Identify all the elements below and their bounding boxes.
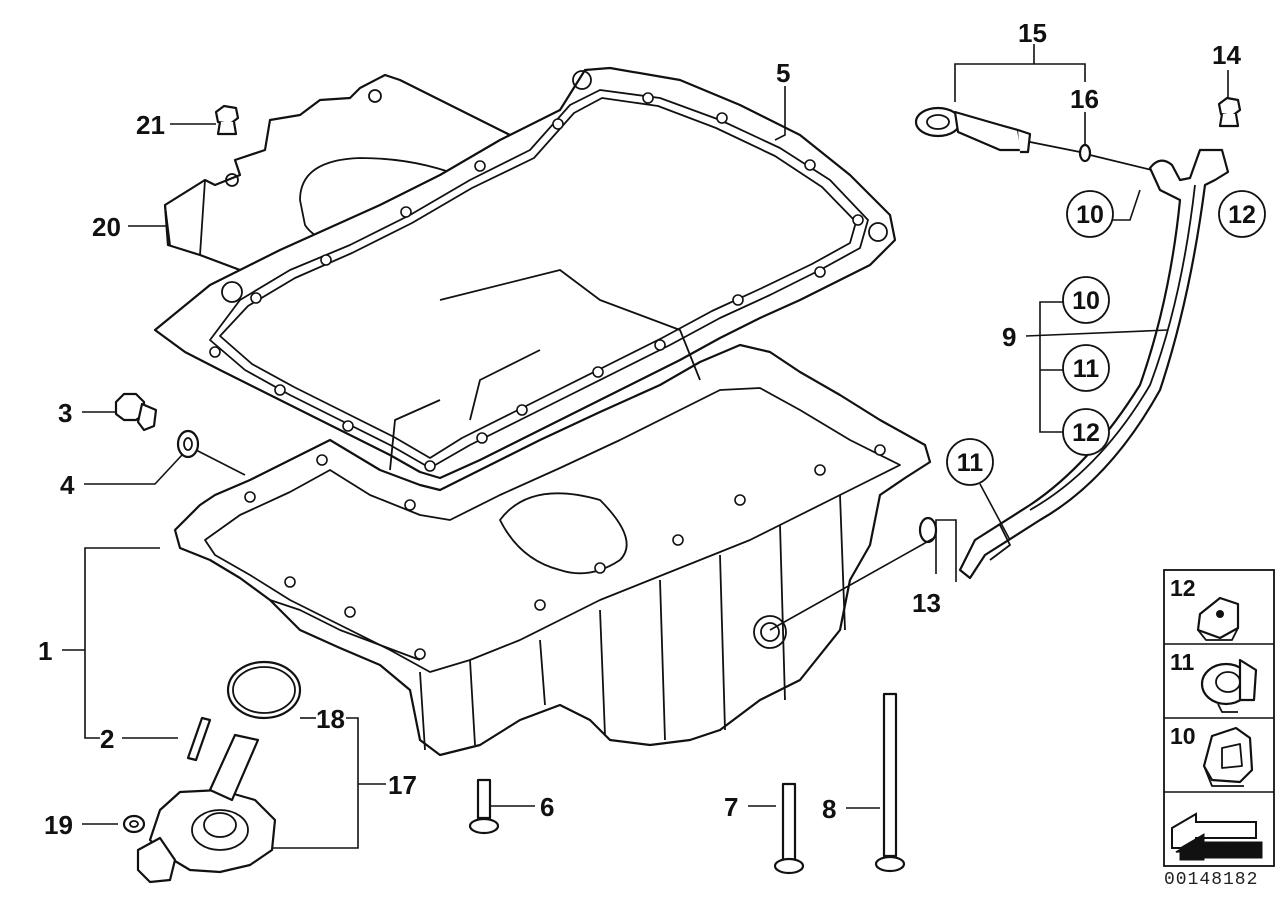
callout-18: 18 <box>316 704 345 734</box>
svg-text:12: 12 <box>1072 419 1100 447</box>
circled-callout-10-top: 10 <box>1066 190 1114 238</box>
nut-part <box>122 814 146 834</box>
callout-3: 3 <box>58 398 72 428</box>
leader-lines <box>62 44 1229 849</box>
callout-20: 20 <box>92 212 121 242</box>
bolt-21-part <box>214 104 240 136</box>
bolt-7-part <box>773 782 805 875</box>
o-ring-18-part <box>226 660 302 720</box>
oil-pan-part <box>173 269 932 757</box>
circled-callout-11-group: 11 <box>1062 344 1110 392</box>
callout-14: 14 <box>1212 40 1241 70</box>
dowel-pin-part <box>186 716 212 762</box>
bracket-clip-icon <box>1202 726 1254 787</box>
callout-13: 13 <box>912 588 941 618</box>
drain-plug-part <box>114 392 158 432</box>
legend-label-10: 10 <box>1170 723 1196 749</box>
svg-text:12: 12 <box>1228 201 1256 229</box>
callout-17: 17 <box>388 770 417 800</box>
callout-19: 19 <box>44 810 73 840</box>
guide-tube-part <box>958 148 1230 580</box>
arrow-next-icon <box>1171 812 1263 861</box>
bolt-8-part <box>874 692 906 873</box>
legend-item-10[interactable]: 10 <box>1170 723 1254 787</box>
bolt-14-part <box>1217 96 1242 128</box>
circled-callout-12-top: 12 <box>1218 190 1266 238</box>
legend-panel: 12 11 10 <box>1163 569 1275 867</box>
callout-4: 4 <box>60 470 75 500</box>
legend-label-12: 12 <box>1170 575 1196 601</box>
legend-label-11: 11 <box>1170 649 1195 675</box>
callout-2: 2 <box>100 724 114 754</box>
svg-text:11: 11 <box>1073 355 1100 383</box>
callout-labels: 21 20 3 4 1 2 19 5 6 7 8 18 17 13 15 16 … <box>38 18 1241 840</box>
next-page-button[interactable] <box>1171 812 1263 861</box>
callout-9: 9 <box>1002 322 1016 352</box>
clip-nut-icon <box>1196 596 1240 641</box>
callout-8: 8 <box>822 794 836 824</box>
legend-item-12[interactable]: 12 <box>1170 575 1240 641</box>
callout-15: 15 <box>1018 18 1047 48</box>
circled-callout-12-group: 12 <box>1062 408 1110 456</box>
gasket-part <box>153 66 897 480</box>
circled-callout-11-tube: 11 <box>946 438 994 486</box>
oil-level-sensor-part <box>136 733 277 884</box>
sealing-washer-part <box>176 429 200 459</box>
bolt-6-part <box>468 778 500 835</box>
dipstick-part <box>914 106 1161 173</box>
svg-text:10: 10 <box>1072 287 1100 315</box>
callout-7: 7 <box>724 792 738 822</box>
callout-5: 5 <box>776 58 790 88</box>
circled-callout-10-group: 10 <box>1062 276 1110 324</box>
grommet-clip-icon <box>1200 658 1258 713</box>
callout-1: 1 <box>38 636 52 666</box>
legend-item-11[interactable]: 11 <box>1170 649 1258 713</box>
circled-callouts: 10 12 10 11 12 11 <box>946 190 1266 486</box>
callout-21: 21 <box>136 110 165 140</box>
svg-text:10: 10 <box>1076 201 1104 229</box>
reference-number: 00148182 <box>1164 870 1258 890</box>
svg-text:11: 11 <box>957 449 984 477</box>
callout-16: 16 <box>1070 84 1099 114</box>
callout-6: 6 <box>540 792 554 822</box>
